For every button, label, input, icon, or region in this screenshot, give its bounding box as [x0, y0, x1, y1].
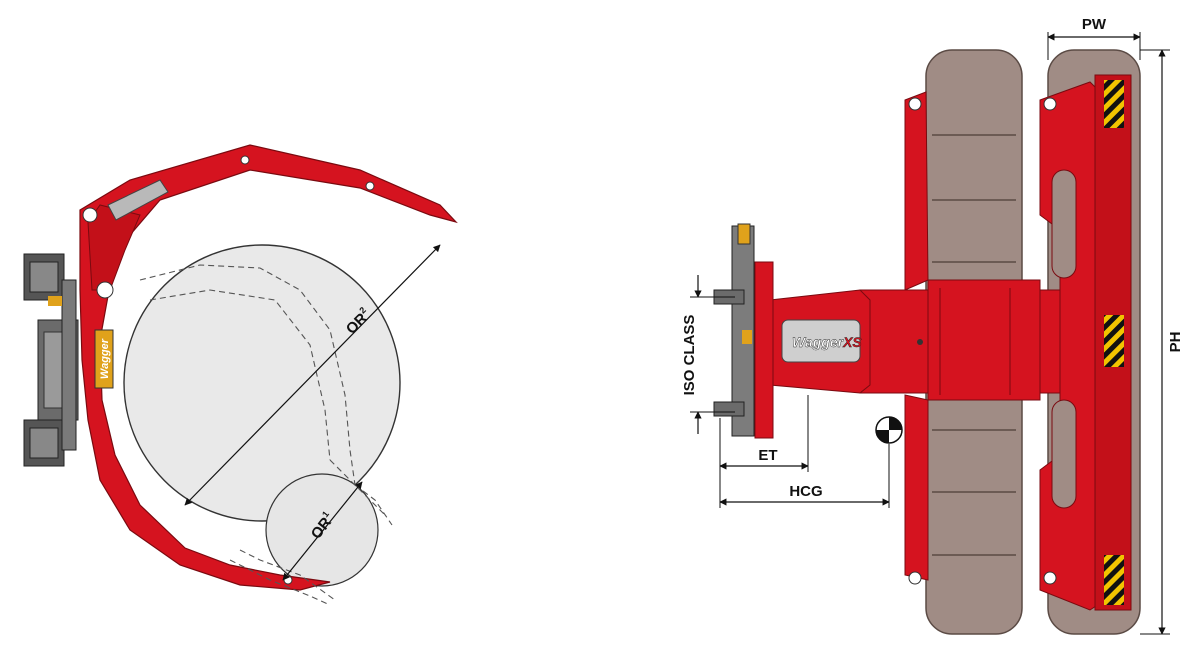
or1-dimension-line [282, 481, 363, 581]
paper-roll-large [123, 244, 401, 522]
right-view: WaggerXS PW PH [681, 16, 1184, 635]
et-dimension: ET [719, 395, 809, 508]
pw-dimension: PW [1047, 16, 1141, 60]
et-label: ET [758, 447, 777, 464]
ph-label: PH [1167, 332, 1184, 353]
brand-plate: Wagger [99, 338, 111, 379]
hydraulic-cylinder [107, 179, 169, 221]
hcg-dimension: HCG [719, 444, 890, 508]
carriage-plate [713, 223, 774, 439]
hcg-label: HCG [789, 483, 822, 500]
clamp-frame [79, 144, 458, 591]
center-of-gravity-icon [875, 416, 903, 444]
or2-dimension-line [184, 244, 441, 506]
brand-logo: WaggerXS [792, 334, 862, 350]
upper-arm [87, 204, 141, 291]
left-view: Wagger OR2 OR1 [23, 144, 458, 606]
iso-class-dimension: ISO CLASS [681, 275, 735, 434]
hazard-stripes [1104, 80, 1124, 128]
ph-dimension: PH [1140, 49, 1184, 635]
iso-class-label: ISO CLASS [681, 315, 698, 396]
pw-label: PW [1082, 16, 1107, 33]
carriage-mount [23, 253, 79, 467]
